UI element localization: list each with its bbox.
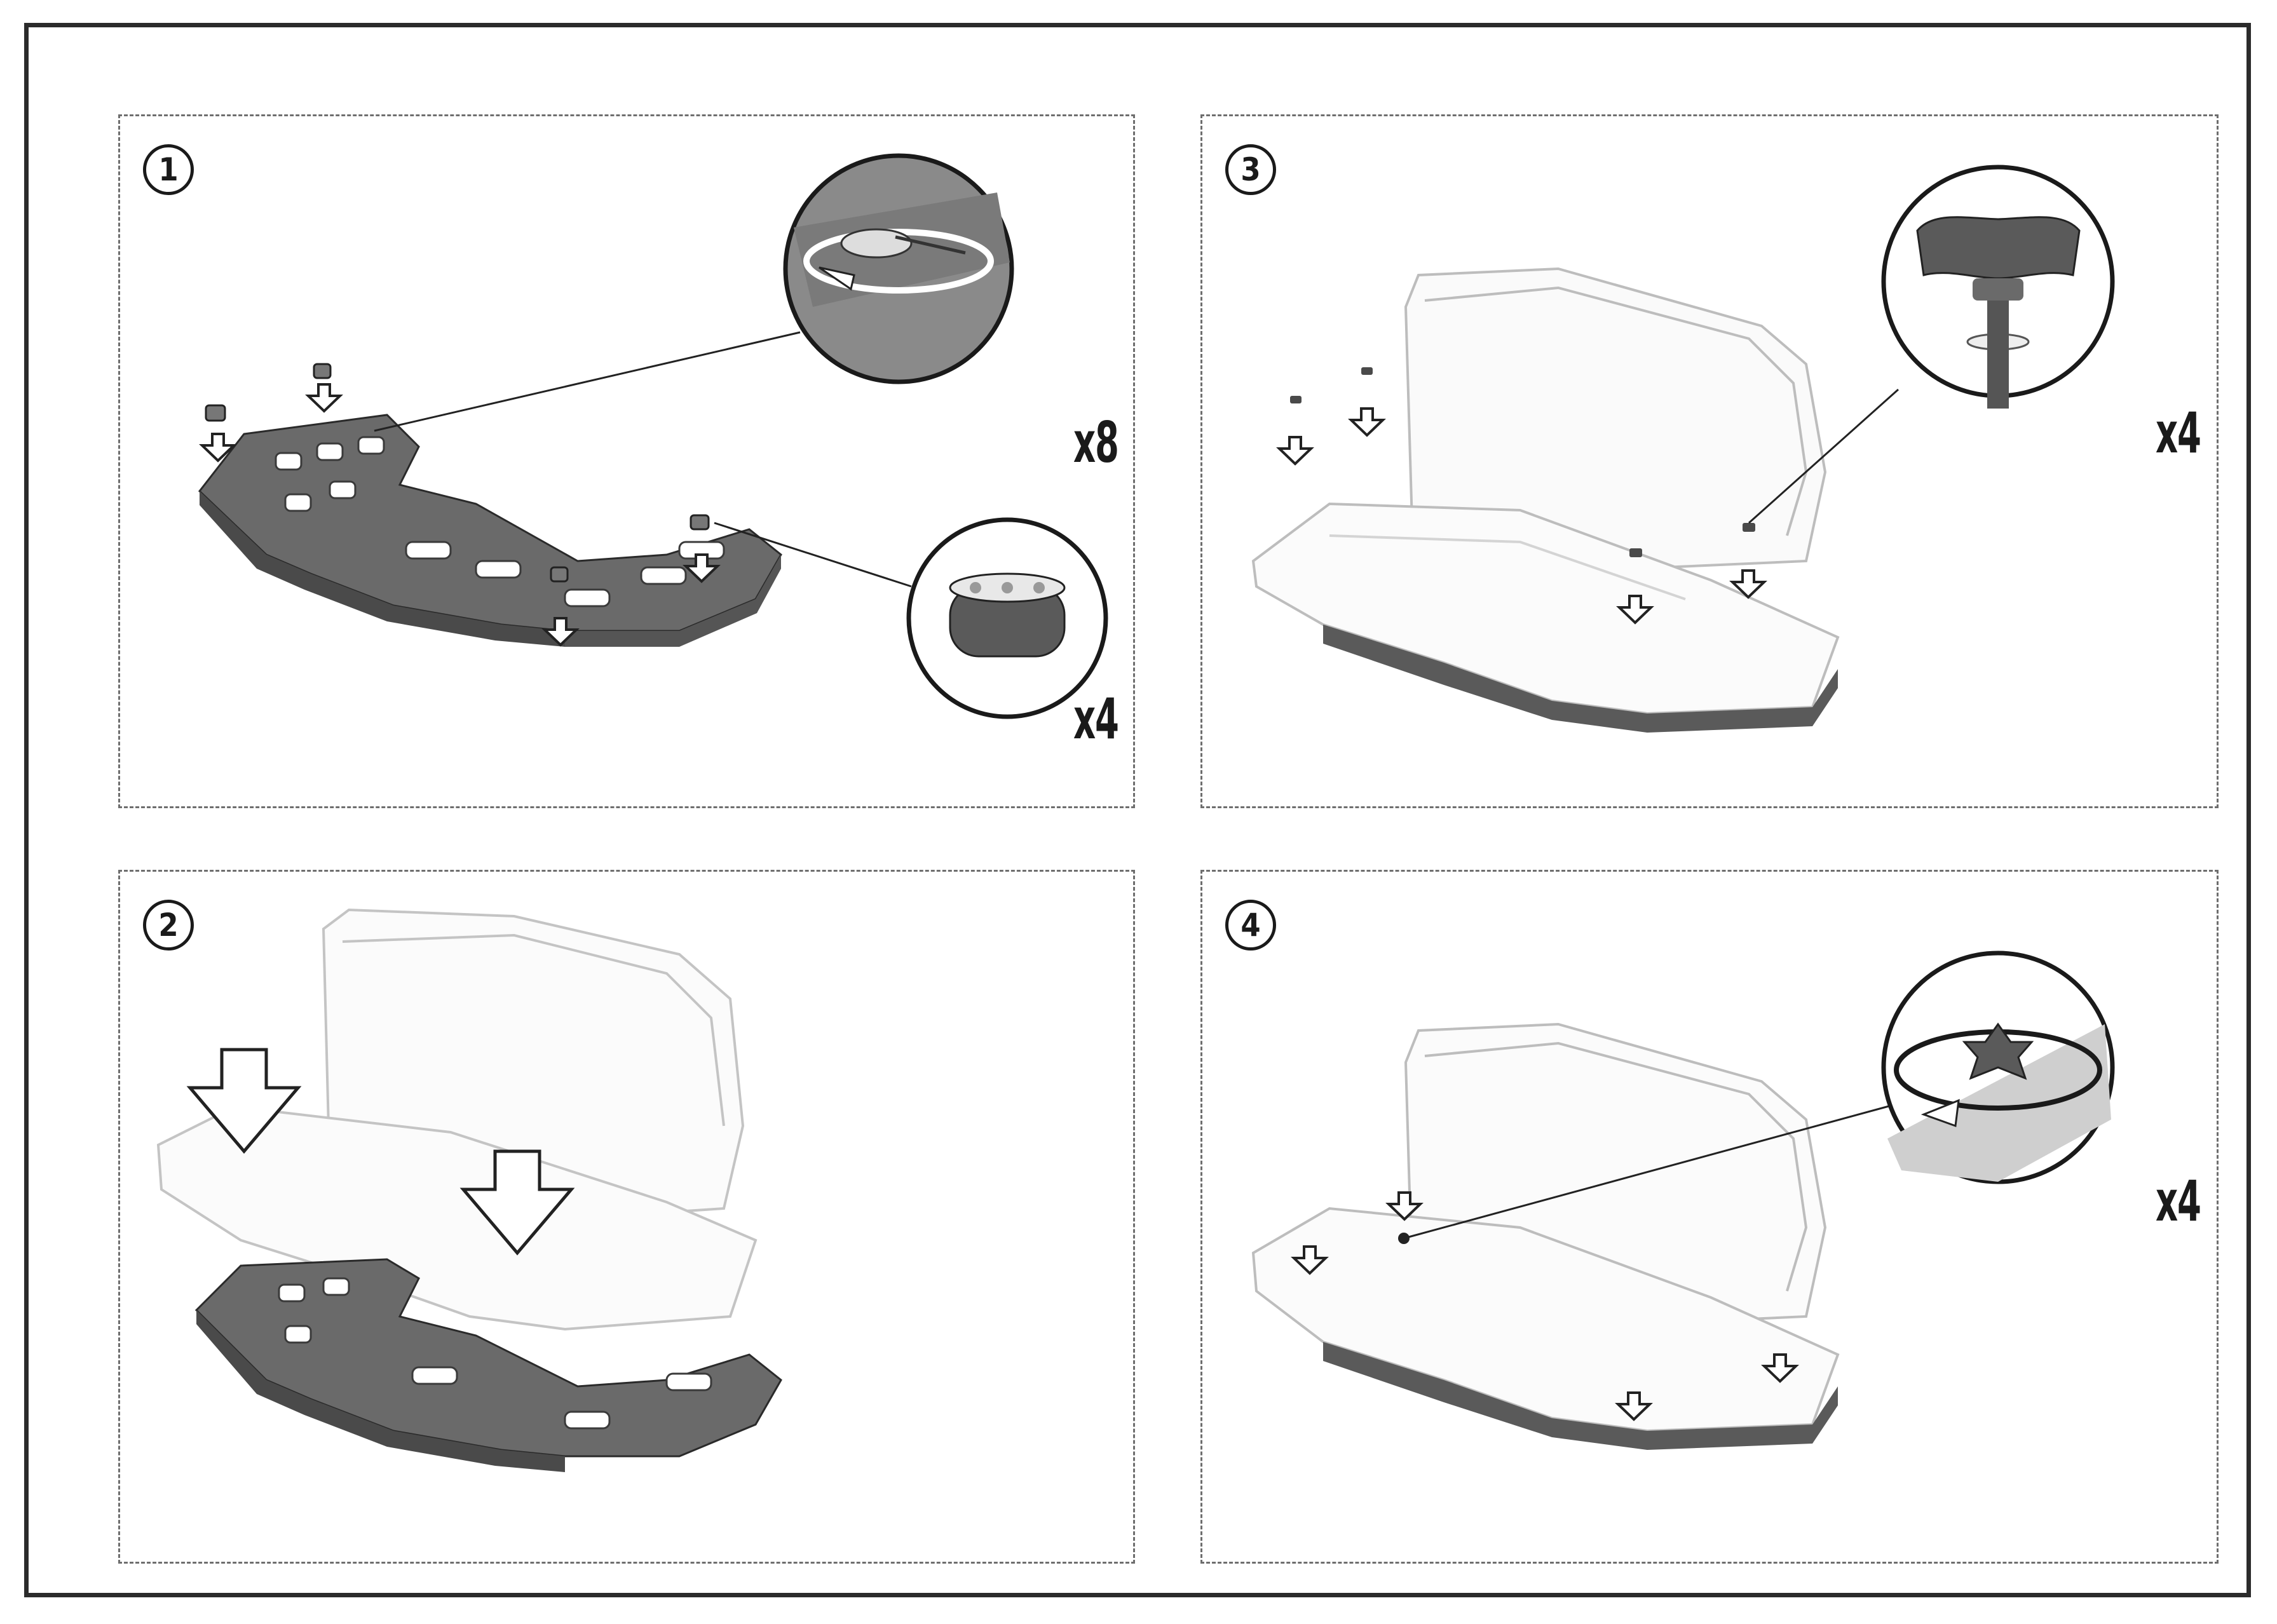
down-arrow-icon [186, 1048, 575, 1255]
quantity-label-a: x8 [1073, 410, 1119, 475]
detail-magnifier-top [783, 153, 1014, 384]
base-plate [1323, 625, 1838, 733]
rotate-arrow-icon [1920, 1099, 1960, 1128]
step-1-number: 1 [143, 144, 194, 195]
bolt-icon [1987, 301, 2009, 409]
detail-magnifier [1881, 165, 2115, 409]
spacer-icon [205, 363, 710, 583]
quantity-label: x4 [2156, 1168, 2201, 1234]
knob-icon [1916, 216, 2081, 280]
step-3-panel: 3 [1200, 114, 2219, 808]
down-arrow-icon [1276, 407, 1767, 625]
down-arrow-icon [199, 383, 721, 647]
case-shell [156, 908, 758, 1331]
step-2-illustration [156, 908, 782, 1472]
step-4-number: 4 [1225, 900, 1276, 951]
base-plate [1323, 1342, 1838, 1450]
quantity-label: x4 [2156, 400, 2201, 466]
step-4-illustration [1251, 951, 2115, 1450]
detail-magnifier [1881, 951, 2115, 1184]
instruction-sheet: 1 [24, 23, 2251, 1597]
step-3-illustration [1251, 165, 2115, 733]
step-3-number: 3 [1225, 144, 1276, 195]
knob-icon [1962, 1022, 2034, 1080]
knob-icon [1290, 367, 1755, 557]
step-2-panel: 2 [118, 870, 1135, 1564]
base-plate [198, 414, 782, 647]
detail-magnifier-bottom [906, 517, 1108, 719]
step-2-number: 2 [143, 900, 194, 951]
case-shell [1251, 1022, 1840, 1433]
step-1-panel: 1 [118, 114, 1135, 808]
step-4-panel: 4 x4 [1200, 870, 2219, 1564]
quantity-label-b: x4 [1073, 686, 1119, 752]
step-1-illustration [198, 153, 1108, 719]
down-arrow-icon [1291, 1191, 1799, 1421]
base-plate [194, 1258, 782, 1472]
rotate-arrow-icon [819, 266, 855, 291]
case-shell [1251, 267, 1840, 715]
